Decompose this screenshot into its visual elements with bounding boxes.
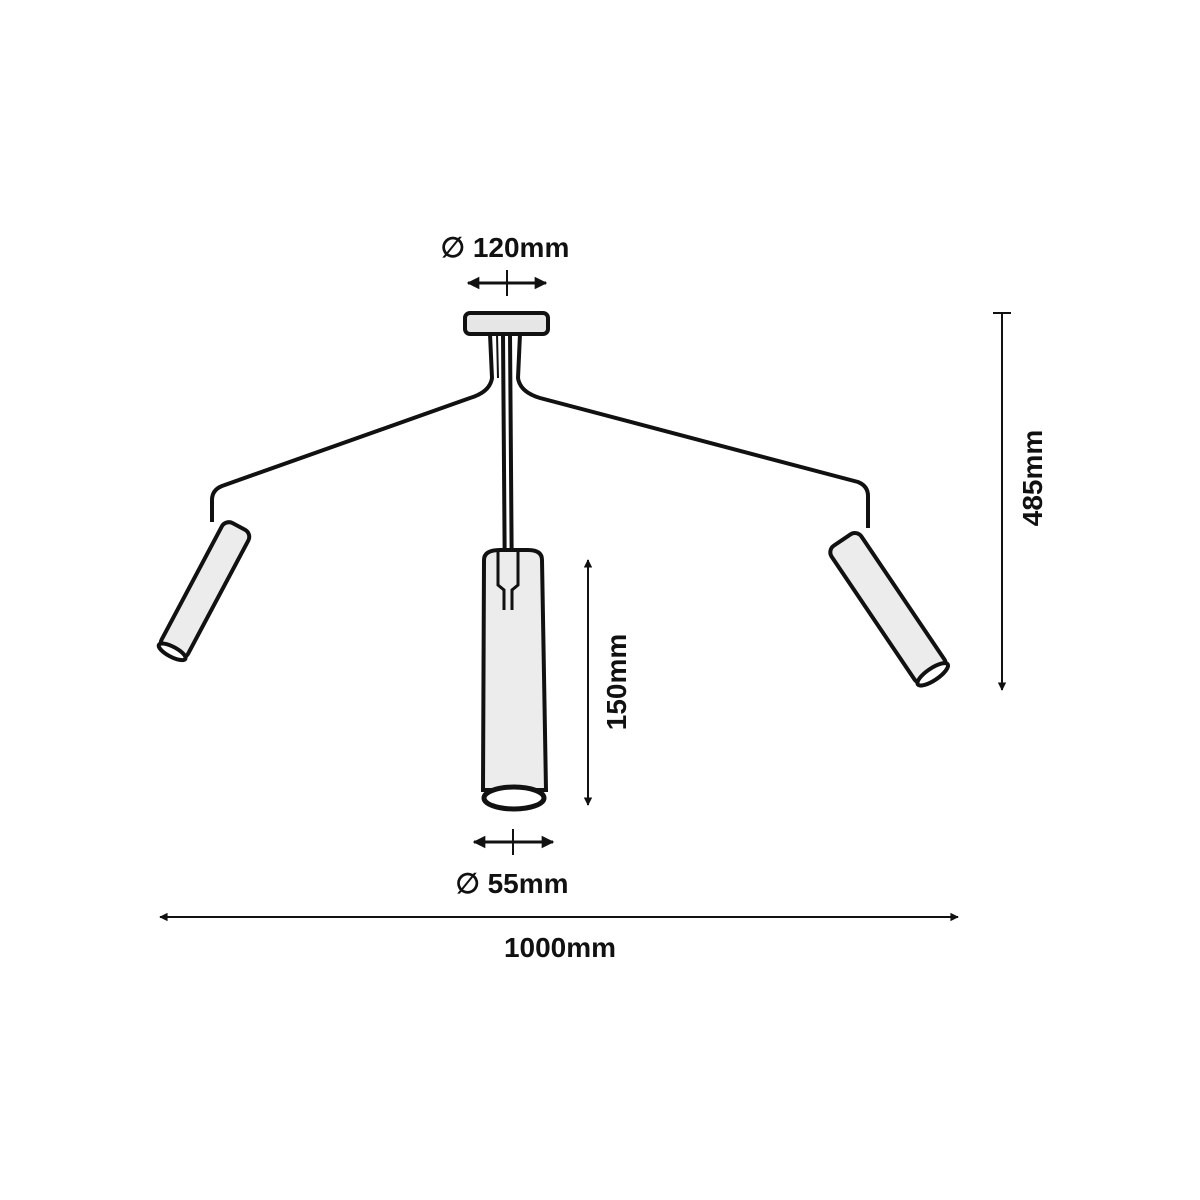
left-shade xyxy=(156,520,252,663)
canopy-diameter-label: ∅ 120mm xyxy=(441,232,570,263)
dimension-total-width: 1000mm xyxy=(159,912,959,963)
left-arm xyxy=(210,333,495,522)
total-width-label: 1000mm xyxy=(504,932,616,963)
shade-diameter-label: ∅ 55mm xyxy=(455,868,568,899)
right-arm xyxy=(515,333,870,528)
right-shade xyxy=(828,531,951,688)
shade-length-label: 150mm xyxy=(601,634,632,731)
dimension-canopy-diameter: ∅ 120mm xyxy=(441,232,570,296)
dimension-shade-diameter: ∅ 55mm xyxy=(455,829,569,899)
dimension-total-height: 485mm xyxy=(993,312,1048,691)
ceiling-canopy xyxy=(463,311,550,336)
dimension-shade-length: 150mm xyxy=(583,559,632,806)
total-height-label: 485mm xyxy=(1017,430,1048,527)
left-arm-inner-line xyxy=(496,333,499,379)
center-shade xyxy=(480,548,549,812)
lamp-illustration xyxy=(156,311,951,812)
